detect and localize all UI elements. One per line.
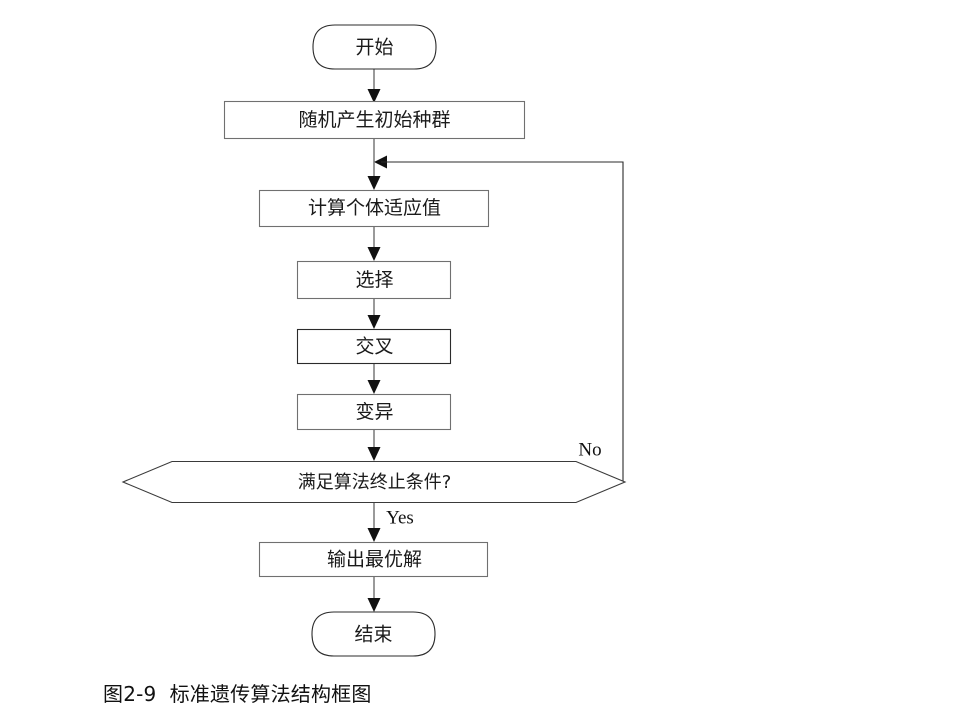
node-output-label: 输出最优解	[327, 549, 422, 571]
node-init-population[interactable]: 随机产生初始种群	[223, 100, 526, 140]
edge-start-to-init	[367, 69, 381, 103]
figure-caption: 图2-9 标准遗传算法结构框图	[103, 682, 372, 706]
node-fitness-label: 计算个体适应值	[308, 197, 441, 219]
edge-decision-yes-to-output	[367, 503, 381, 542]
edge-selection-to-crossover	[367, 298, 381, 329]
edge-loopback-join-arrow	[374, 155, 387, 169]
node-decision[interactable]: 满足算法终止条件?	[121, 460, 627, 504]
node-start[interactable]: 开始	[312, 24, 437, 70]
node-output[interactable]: 输出最优解	[258, 541, 489, 578]
edge-output-to-end	[367, 576, 381, 612]
node-crossover[interactable]: 交叉	[296, 328, 452, 365]
node-decision-label: 满足算法终止条件?	[298, 472, 452, 493]
node-init-population-label: 随机产生初始种群	[298, 109, 450, 131]
node-mutation[interactable]: 变异	[296, 393, 452, 431]
edge-fitness-to-selection	[367, 226, 381, 261]
node-end-label: 结束	[354, 624, 392, 646]
node-selection[interactable]: 选择	[296, 260, 452, 300]
edge-label-no: No	[578, 439, 601, 460]
edge-crossover-to-mutation	[367, 363, 381, 394]
edge-label-yes: Yes	[386, 507, 414, 528]
node-crossover-label: 交叉	[355, 336, 393, 358]
node-start-label: 开始	[355, 37, 393, 59]
node-end[interactable]: 结束	[311, 611, 436, 657]
node-selection-label: 选择	[355, 269, 393, 291]
edge-merge-to-fitness	[367, 162, 381, 190]
node-mutation-label: 变异	[355, 401, 393, 423]
node-fitness[interactable]: 计算个体适应值	[258, 189, 490, 228]
edge-mutation-to-decision	[367, 429, 381, 461]
